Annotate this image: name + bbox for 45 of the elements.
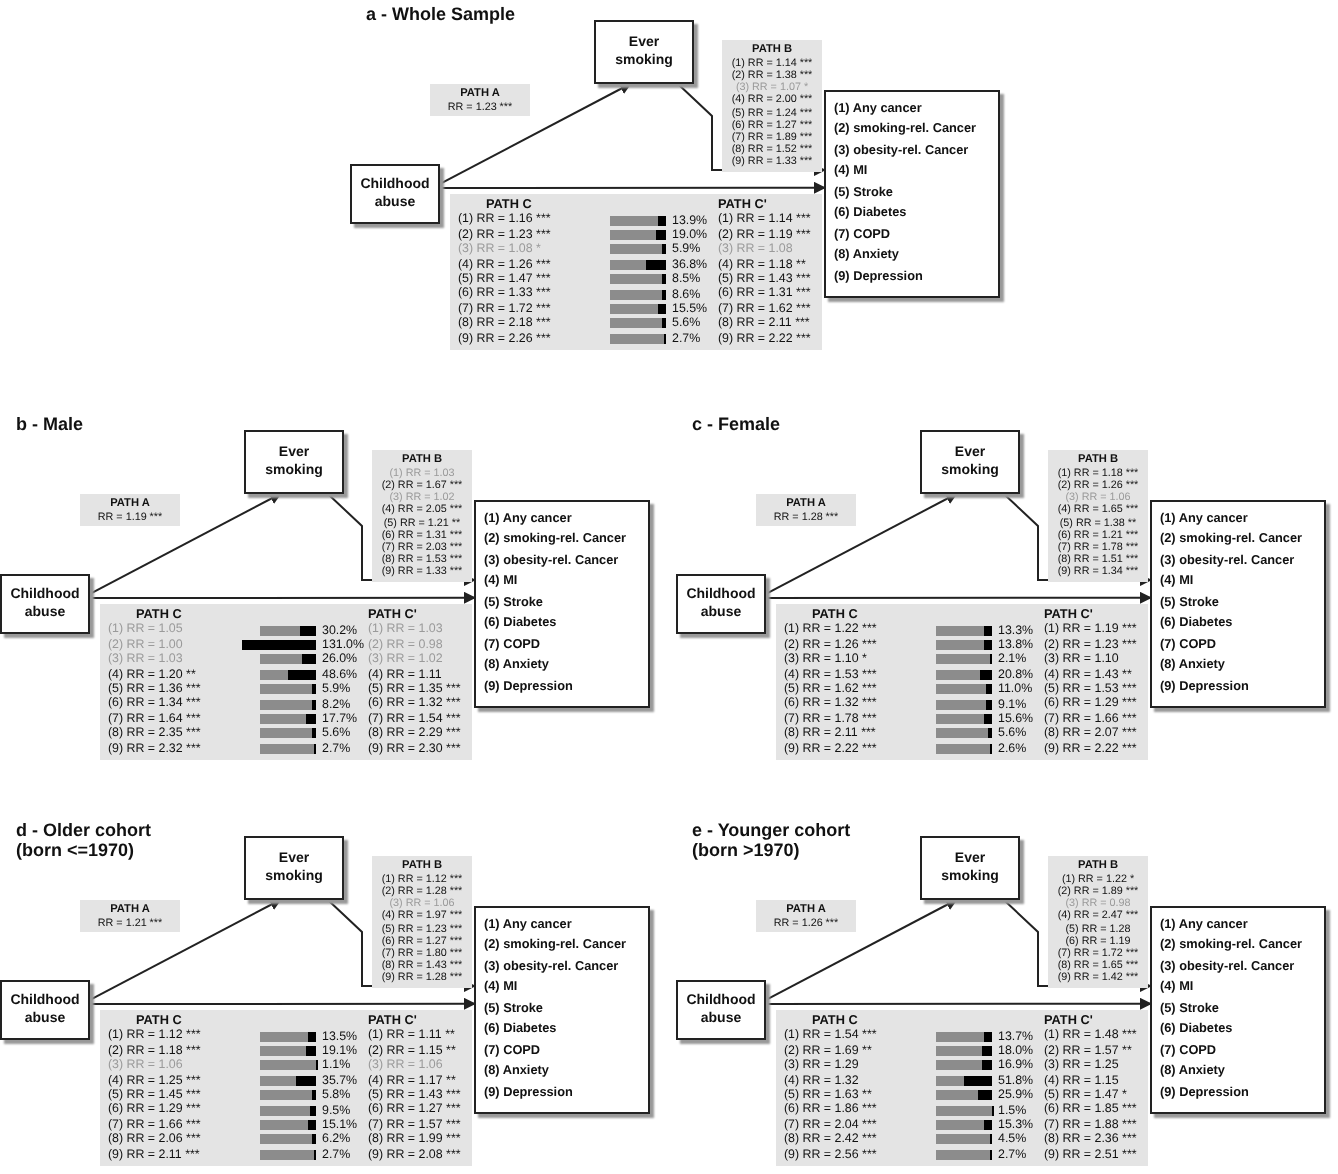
concept-box	[594, 20, 694, 84]
arrow	[765, 591, 1152, 604]
concept-box	[920, 430, 1020, 494]
concept-box	[676, 574, 766, 634]
arrow	[439, 83, 632, 185]
outcome-list-box	[1150, 906, 1326, 1114]
concept-box	[350, 164, 440, 224]
concept-box	[0, 574, 90, 634]
path-coefficient-panel	[80, 494, 180, 526]
path-coefficient-table	[776, 604, 1148, 760]
arrow	[439, 181, 826, 194]
outcome-list-box	[824, 90, 1000, 298]
arrow	[765, 997, 1152, 1010]
arrow	[89, 997, 476, 1010]
concept-box	[0, 980, 90, 1040]
path-coefficient-panel	[372, 856, 472, 988]
concept-box	[244, 430, 344, 494]
path-coefficient-panel	[756, 494, 856, 526]
arrow	[765, 899, 958, 1001]
arrow	[89, 591, 476, 604]
path-coefficient-panel	[1048, 856, 1148, 988]
path-coefficient-panel	[1048, 450, 1148, 582]
path-coefficient-table	[100, 1010, 472, 1166]
panel-title: b - Male	[16, 414, 86, 434]
path-coefficient-panel	[722, 40, 822, 172]
path-coefficient-table	[450, 194, 822, 350]
path-coefficient-panel	[430, 84, 530, 116]
concept-box	[676, 980, 766, 1040]
outcome-list-box	[1150, 500, 1326, 708]
outcome-list-box	[474, 500, 650, 708]
arrow	[89, 899, 282, 1001]
outcome-list-box	[474, 906, 650, 1114]
path-coefficient-panel	[756, 900, 856, 932]
path-coefficient-panel	[372, 450, 472, 582]
path-coefficient-panel	[80, 900, 180, 932]
panel-title: d - Older cohort (born <=1970)	[16, 820, 153, 860]
concept-box	[244, 836, 344, 900]
panel-title: c - Female	[692, 414, 783, 434]
arrow	[89, 493, 282, 595]
panel-title: a - Whole Sample	[366, 4, 518, 24]
path-coefficient-table	[100, 604, 472, 760]
arrow	[765, 493, 958, 595]
path-coefficient-table	[776, 1010, 1148, 1166]
panel-title: e - Younger cohort (born >1970)	[692, 820, 853, 860]
concept-box	[920, 836, 1020, 900]
